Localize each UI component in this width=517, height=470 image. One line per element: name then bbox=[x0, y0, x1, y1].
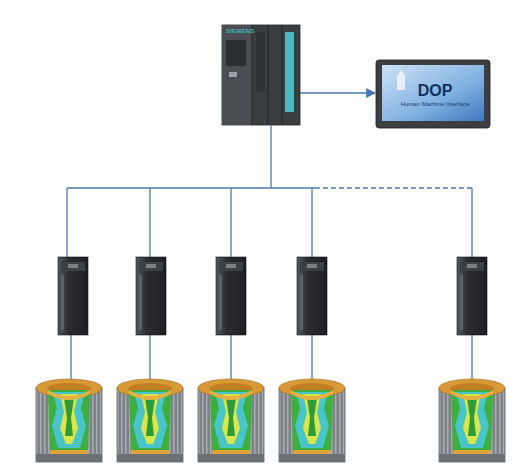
hmi-frame bbox=[376, 60, 490, 128]
wire bbox=[471, 188, 472, 257]
hmi-hand-icon bbox=[397, 70, 405, 90]
furnace-model bbox=[36, 379, 102, 462]
wire bbox=[270, 125, 271, 188]
furnace-model bbox=[117, 379, 183, 462]
drive-unit bbox=[457, 257, 487, 335]
plc-seam bbox=[282, 25, 283, 125]
plc-body bbox=[222, 25, 300, 125]
wire bbox=[70, 335, 71, 380]
plc-cpu bbox=[222, 25, 252, 125]
node-title: SIEMENS bbox=[226, 28, 254, 34]
furnace-model bbox=[439, 379, 505, 462]
node-title: DOP bbox=[418, 82, 453, 99]
wire bbox=[66, 188, 67, 257]
wire bbox=[230, 188, 231, 257]
wire bbox=[149, 188, 150, 257]
drive-unit bbox=[136, 257, 166, 335]
wire bbox=[311, 335, 312, 380]
furnace-model bbox=[198, 379, 264, 462]
wire bbox=[149, 335, 150, 380]
plc-io-strip bbox=[285, 32, 294, 112]
wire bbox=[311, 188, 312, 257]
drive-unit bbox=[297, 257, 327, 335]
plc-seam bbox=[268, 25, 269, 125]
hmi-panel: DOP Human Machine Interface bbox=[376, 60, 490, 128]
hmi-illustration bbox=[376, 60, 490, 128]
wiring bbox=[67, 125, 472, 380]
plc-port bbox=[229, 72, 237, 77]
plc-module bbox=[256, 32, 265, 92]
hmi-screen bbox=[382, 65, 484, 121]
signal-arrow bbox=[300, 92, 375, 93]
plc-box: SIEMENS bbox=[222, 25, 300, 125]
furnace-model bbox=[279, 379, 345, 462]
bus-line bbox=[67, 187, 315, 188]
wire bbox=[471, 335, 472, 380]
drive-unit bbox=[58, 257, 88, 335]
node-subtitle: Human Machine Interface bbox=[401, 101, 470, 108]
wire bbox=[230, 335, 231, 380]
plc-seam bbox=[252, 25, 253, 125]
bus-line-dashed bbox=[315, 187, 472, 188]
plc-cover bbox=[226, 40, 246, 66]
drive-unit bbox=[216, 257, 246, 335]
plc-illustration bbox=[222, 25, 300, 125]
